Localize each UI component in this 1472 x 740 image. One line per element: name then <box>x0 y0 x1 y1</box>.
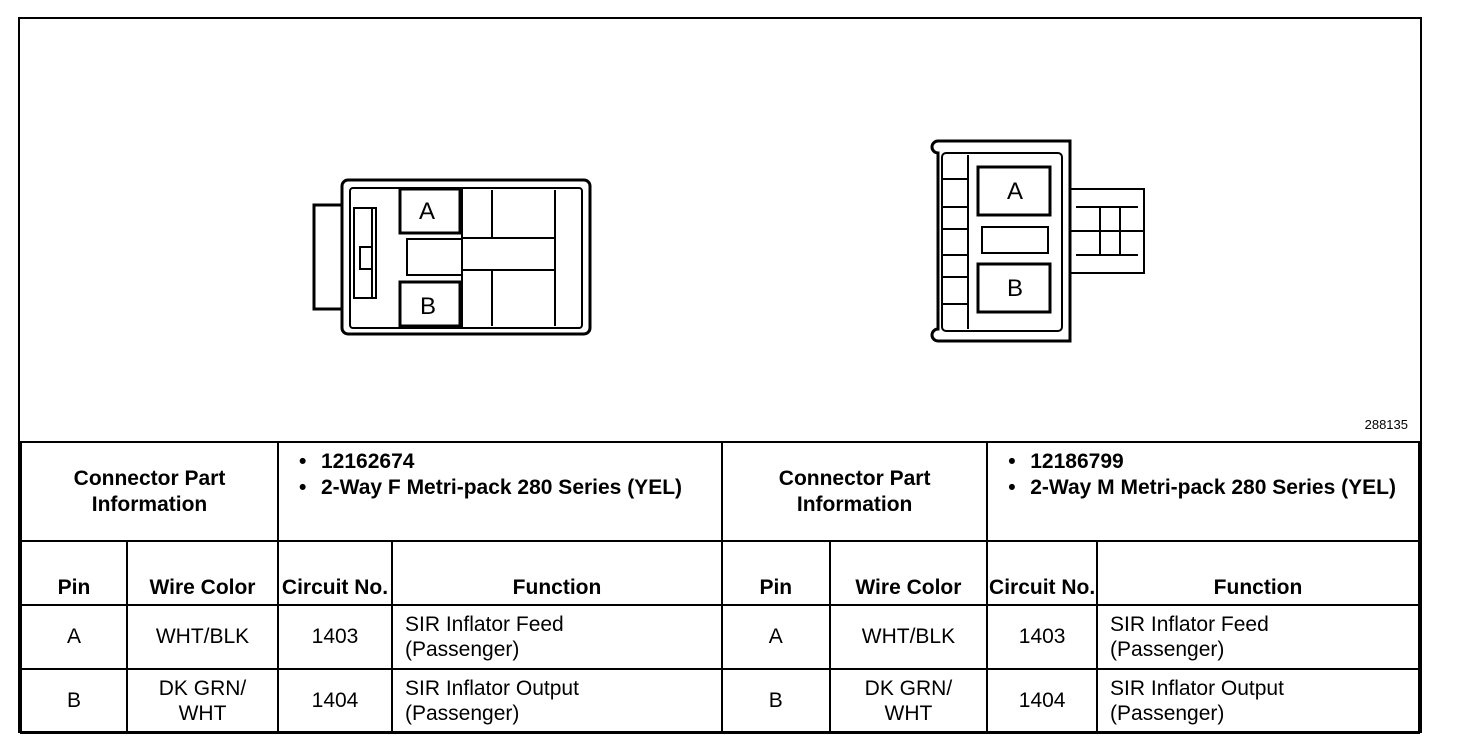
circuit-cell: 1403 <box>277 604 393 670</box>
part-description-item: •2-Way F Metri-pack 280 Series (YEL) <box>299 476 683 499</box>
col-header-pin: Pin <box>20 540 128 606</box>
pin-cell: B <box>721 668 831 734</box>
wire-color-cell: DK GRN/ WHT <box>828 668 989 734</box>
part-info-list: •12162674 •2-Way F Metri-pack 280 Series… <box>277 441 723 542</box>
female-pin-b-label: B <box>420 293 436 320</box>
part-info-label: Connector Part Information <box>20 441 279 542</box>
pin-cell: B <box>20 668 128 734</box>
connector-table-male: Connector Part Information •12186799 •2-… <box>720 441 1420 734</box>
part-description-item: •2-Way M Metri-pack 280 Series (YEL) <box>1008 476 1396 499</box>
function-cell: SIR Inflator Feed (Passenger) <box>391 604 723 670</box>
diagram-frame: A B <box>18 17 1422 734</box>
male-pin-b-label: B <box>1007 275 1023 302</box>
table-row: B DK GRN/ WHT 1404 SIR Inflator Output (… <box>721 668 1420 734</box>
part-info-list: •12186799 •2-Way M Metri-pack 280 Series… <box>986 441 1420 542</box>
figure-reference-number: 288135 <box>1364 417 1408 432</box>
function-cell: SIR Inflator Output (Passenger) <box>1096 668 1420 734</box>
col-header-circuit: Circuit No. <box>277 540 393 606</box>
col-header-wire-color: Wire Color <box>828 540 989 606</box>
wire-color-cell: DK GRN/ WHT <box>126 668 279 734</box>
connector-table-female: Connector Part Information •12162674 •2-… <box>20 441 723 734</box>
circuit-cell: 1404 <box>986 668 1099 734</box>
female-pin-a-label: A <box>419 198 435 225</box>
circuit-cell: 1403 <box>986 604 1099 670</box>
col-header-function: Function <box>391 540 723 606</box>
wire-color-cell: WHT/BLK <box>126 604 279 670</box>
pin-cell: A <box>20 604 128 670</box>
table-row: B DK GRN/ WHT 1404 SIR Inflator Output (… <box>20 668 723 734</box>
circuit-cell: 1404 <box>277 668 393 734</box>
female-connector-drawing <box>312 178 592 336</box>
col-header-pin: Pin <box>721 540 831 606</box>
table-row: A WHT/BLK 1403 SIR Inflator Feed (Passen… <box>721 604 1420 670</box>
col-header-function: Function <box>1096 540 1420 606</box>
part-number-item: •12186799 <box>1008 450 1124 473</box>
wire-color-cell: WHT/BLK <box>828 604 989 670</box>
pin-cell: A <box>721 604 831 670</box>
function-cell: SIR Inflator Output (Passenger) <box>391 668 723 734</box>
male-connector-drawing <box>930 139 1145 343</box>
part-info-label: Connector Part Information <box>720 441 989 542</box>
col-header-wire-color: Wire Color <box>126 540 279 606</box>
connector-drawings: A B <box>312 139 1145 343</box>
part-number-item: •12162674 <box>299 450 415 473</box>
col-header-circuit: Circuit No. <box>986 540 1099 606</box>
connector-illustration-area: A B <box>20 19 1420 441</box>
function-cell: SIR Inflator Feed (Passenger) <box>1096 604 1420 670</box>
male-pin-a-label: A <box>1007 178 1023 205</box>
table-row: A WHT/BLK 1403 SIR Inflator Feed (Passen… <box>20 604 723 670</box>
